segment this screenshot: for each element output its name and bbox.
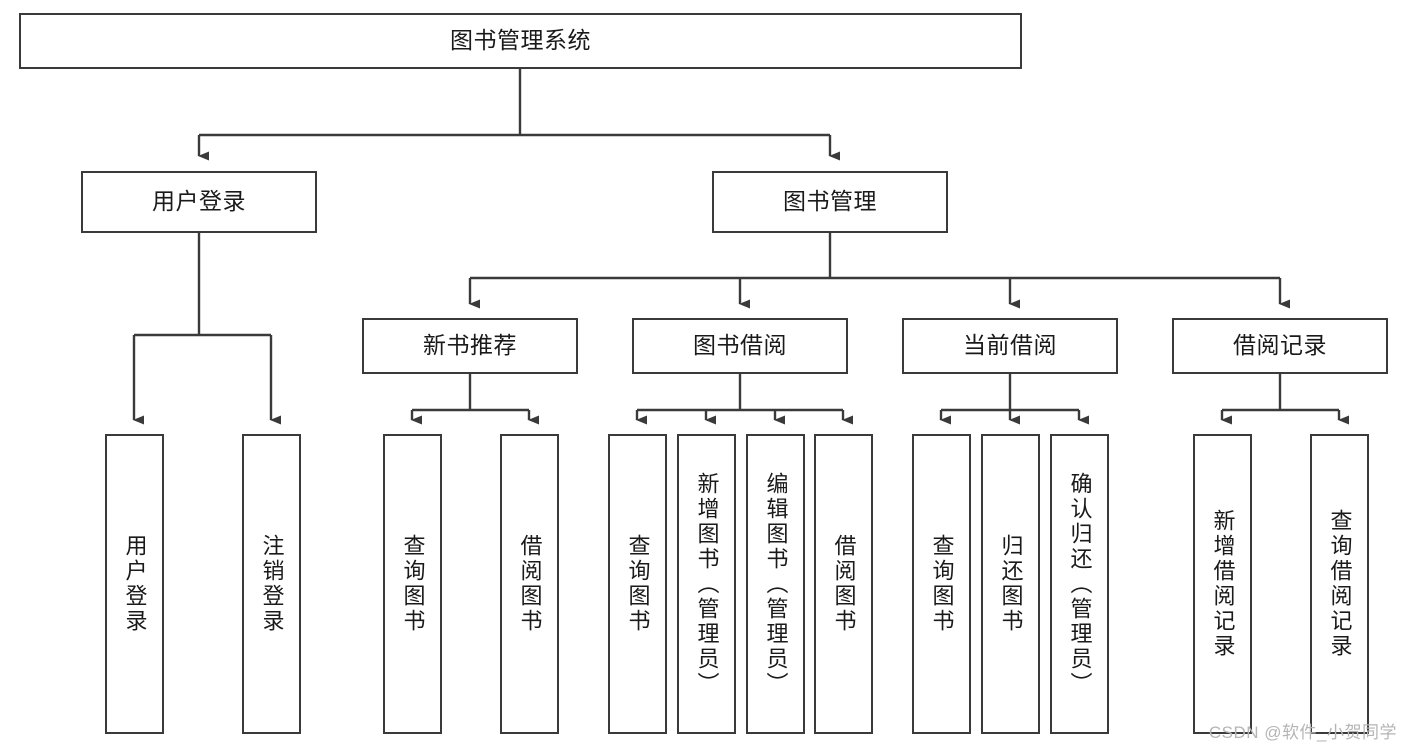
leaf-book-borrow-query[interactable]: 查询图书 bbox=[608, 434, 667, 734]
node-user-login[interactable]: 用户登录 bbox=[81, 171, 317, 233]
leaf-current-borrow-query[interactable]: 查询图书 bbox=[912, 434, 971, 734]
node-root-label: 图书管理系统 bbox=[450, 27, 591, 54]
node-current-borrow[interactable]: 当前借阅 bbox=[902, 318, 1118, 374]
leaf-book-borrow-lend[interactable]: 借阅图书 bbox=[814, 434, 873, 734]
leaf-new-book-borrow[interactable]: 借阅图书 bbox=[500, 434, 559, 734]
node-book-management-label: 图书管理 bbox=[783, 188, 877, 215]
leaf-label: 查询图书 bbox=[400, 534, 426, 634]
node-user-login-label: 用户登录 bbox=[152, 188, 246, 215]
leaf-borrow-record-add[interactable]: 新增借阅记录 bbox=[1193, 434, 1252, 734]
leaf-label: 注销登录 bbox=[259, 534, 285, 634]
node-borrow-record-label: 借阅记录 bbox=[1233, 332, 1327, 359]
leaf-user-login-signout[interactable]: 注销登录 bbox=[242, 434, 301, 734]
leaf-label: 归还图书 bbox=[998, 534, 1024, 634]
node-book-borrow[interactable]: 图书借阅 bbox=[632, 318, 848, 374]
node-new-book-recommend[interactable]: 新书推荐 bbox=[362, 318, 578, 374]
node-book-management[interactable]: 图书管理 bbox=[712, 171, 948, 233]
leaf-label: 新增借阅记录 bbox=[1210, 509, 1236, 659]
leaf-book-borrow-add[interactable]: 新增图书（管理员） bbox=[677, 434, 736, 734]
leaf-label: 查询借阅记录 bbox=[1327, 509, 1353, 659]
leaf-label: 借阅图书 bbox=[517, 534, 543, 634]
leaf-current-borrow-confirm[interactable]: 确认归还（管理员） bbox=[1050, 434, 1109, 734]
node-new-book-recommend-label: 新书推荐 bbox=[423, 332, 517, 359]
leaf-label: 编辑图书（管理员） bbox=[763, 471, 789, 697]
leaf-label: 查询图书 bbox=[929, 534, 955, 634]
node-root[interactable]: 图书管理系统 bbox=[19, 13, 1022, 69]
node-borrow-record[interactable]: 借阅记录 bbox=[1172, 318, 1388, 374]
leaf-book-borrow-edit[interactable]: 编辑图书（管理员） bbox=[746, 434, 805, 734]
leaf-label: 借阅图书 bbox=[831, 534, 857, 634]
leaf-label: 新增图书（管理员） bbox=[694, 471, 720, 697]
node-book-borrow-label: 图书借阅 bbox=[693, 332, 787, 359]
leaf-label: 确认归还（管理员） bbox=[1067, 471, 1093, 697]
leaf-current-borrow-return[interactable]: 归还图书 bbox=[981, 434, 1040, 734]
leaf-label: 用户登录 bbox=[122, 534, 148, 634]
leaf-user-login-signin[interactable]: 用户登录 bbox=[105, 434, 164, 734]
leaf-label: 查询图书 bbox=[625, 534, 651, 634]
leaf-new-book-query[interactable]: 查询图书 bbox=[383, 434, 442, 734]
leaf-borrow-record-query[interactable]: 查询借阅记录 bbox=[1310, 434, 1369, 734]
node-current-borrow-label: 当前借阅 bbox=[963, 332, 1057, 359]
